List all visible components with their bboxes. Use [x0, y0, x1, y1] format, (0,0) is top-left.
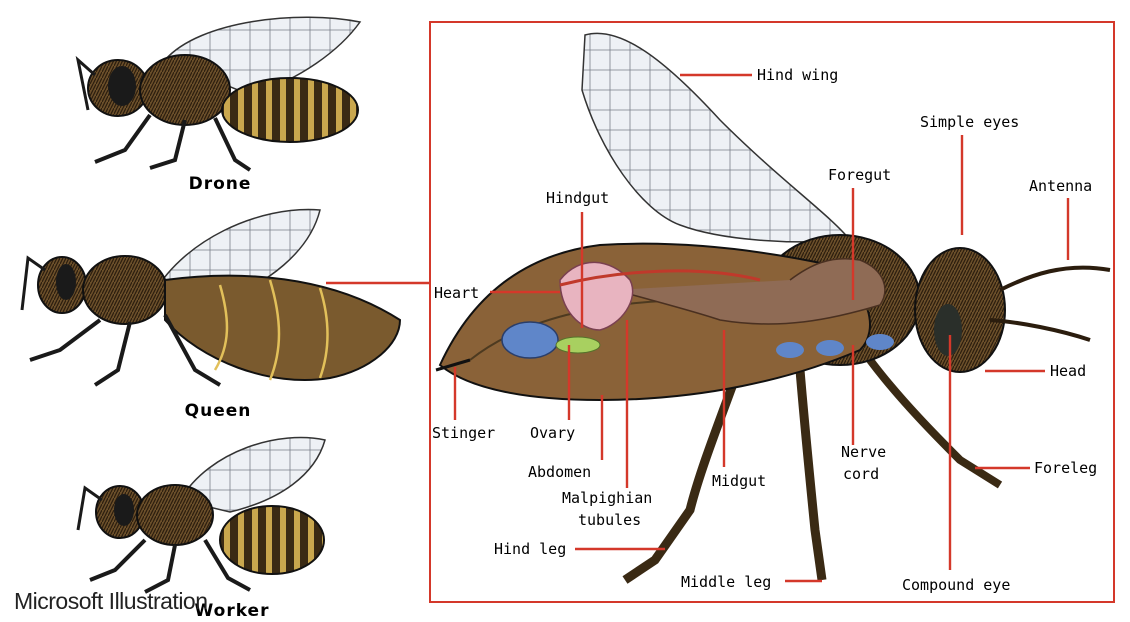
label-nerve-cord-line1: Nerve [841, 443, 886, 461]
label-abdomen: Abdomen [528, 463, 591, 481]
label-stinger: Stinger [432, 424, 495, 442]
label-hind-leg: Hind leg [494, 540, 566, 558]
label-simple-eyes: Simple eyes [920, 113, 1019, 131]
drone-eye [108, 66, 136, 106]
drone-thorax [140, 55, 230, 125]
label-malpighian-line1: Malpighian [562, 489, 652, 507]
rectal-sac-shape [502, 322, 558, 358]
worker-illustration [78, 438, 325, 593]
worker-thorax [137, 485, 213, 545]
label-compound-eye: Compound eye [902, 576, 1010, 594]
worker-eye [114, 494, 134, 526]
label-malpighian-line2: tubules [578, 511, 641, 529]
label-ovary: Ovary [530, 424, 575, 442]
worker-abdomen [220, 506, 324, 574]
queen-thorax [83, 256, 167, 324]
anatomy-head [915, 248, 1005, 372]
label-midgut: Midgut [712, 472, 766, 490]
anatomy-antenna [1000, 268, 1110, 290]
middle-leg-shape [800, 370, 822, 580]
fore-leg-shape [870, 360, 1000, 485]
queen-eye [56, 264, 76, 300]
label-foreleg: Foreleg [1034, 459, 1097, 477]
drone-illustration [78, 17, 360, 170]
ovary-shape [556, 337, 600, 353]
label-middle-leg: Middle leg [681, 573, 771, 591]
label-foregut: Foregut [828, 166, 891, 184]
label-head: Head [1050, 362, 1086, 380]
drone-abdomen [222, 78, 358, 142]
queen-caption: Queen [185, 401, 252, 421]
credit-watermark: Microsoft Illustration [14, 588, 208, 615]
queen-illustration [22, 210, 400, 385]
label-nerve-cord-line2: cord [843, 465, 879, 483]
label-heart: Heart [434, 284, 479, 302]
queen-abdomen [165, 276, 400, 380]
drone-caption: Drone [189, 174, 252, 194]
anatomy-compound-eye [934, 304, 962, 356]
hind-wing-shape [582, 33, 850, 242]
label-hindgut: Hindgut [546, 189, 609, 207]
label-antenna: Antenna [1029, 177, 1092, 195]
label-hind-wing: Hind wing [757, 66, 838, 84]
